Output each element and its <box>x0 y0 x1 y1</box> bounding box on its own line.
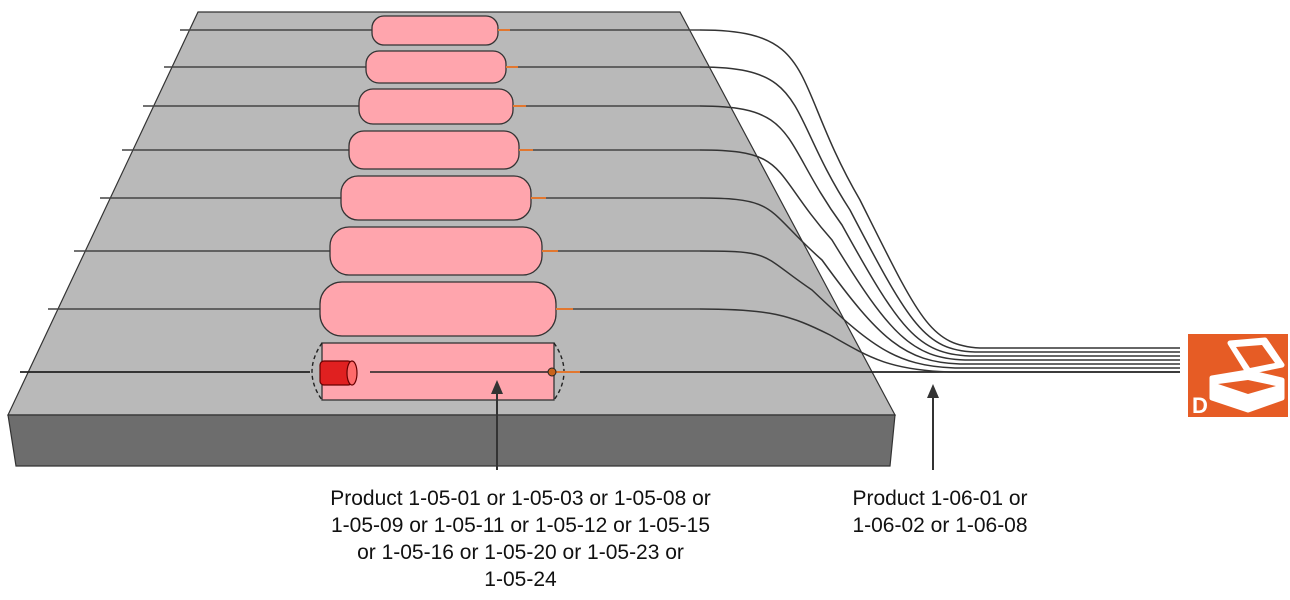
product-row <box>180 15 700 46</box>
connection-point <box>547 367 557 377</box>
callout-line: 1-05-24 <box>484 568 557 591</box>
pointer-arrow-product-105 <box>491 380 503 470</box>
callout-line: Product 1-06-01 or <box>852 487 1028 510</box>
product-row <box>164 50 700 84</box>
red-end-cap <box>319 360 358 386</box>
product-row <box>100 175 700 221</box>
case-letter: D <box>1192 393 1208 418</box>
pointer-arrow-product-106 <box>927 384 939 470</box>
case-badge: D <box>1188 334 1288 418</box>
product-105-callout: Product 1-05-01 or 1-05-03 or 1-05-08 or… <box>248 485 793 593</box>
callout-line: or 1-05-16 or 1-05-20 or 1-05-23 or <box>357 541 684 564</box>
table-front <box>7 414 896 467</box>
cable-bundle <box>699 29 1180 373</box>
product-row <box>74 226 700 276</box>
highlighted-product <box>20 342 1180 401</box>
product-row <box>122 130 700 170</box>
callout-line: 1-05-09 or 1-05-11 or 1-05-12 or 1-05-15 <box>331 514 710 537</box>
product-row <box>143 88 700 125</box>
product-row <box>48 281 700 337</box>
product-106-callout: Product 1-06-01 or 1-06-02 or 1-06-08 <box>790 485 1090 539</box>
callout-line: 1-06-02 or 1-06-08 <box>852 514 1028 537</box>
open-case-icon <box>1209 337 1285 413</box>
callout-line: Product 1-05-01 or 1-05-03 or 1-05-08 or <box>330 487 711 510</box>
